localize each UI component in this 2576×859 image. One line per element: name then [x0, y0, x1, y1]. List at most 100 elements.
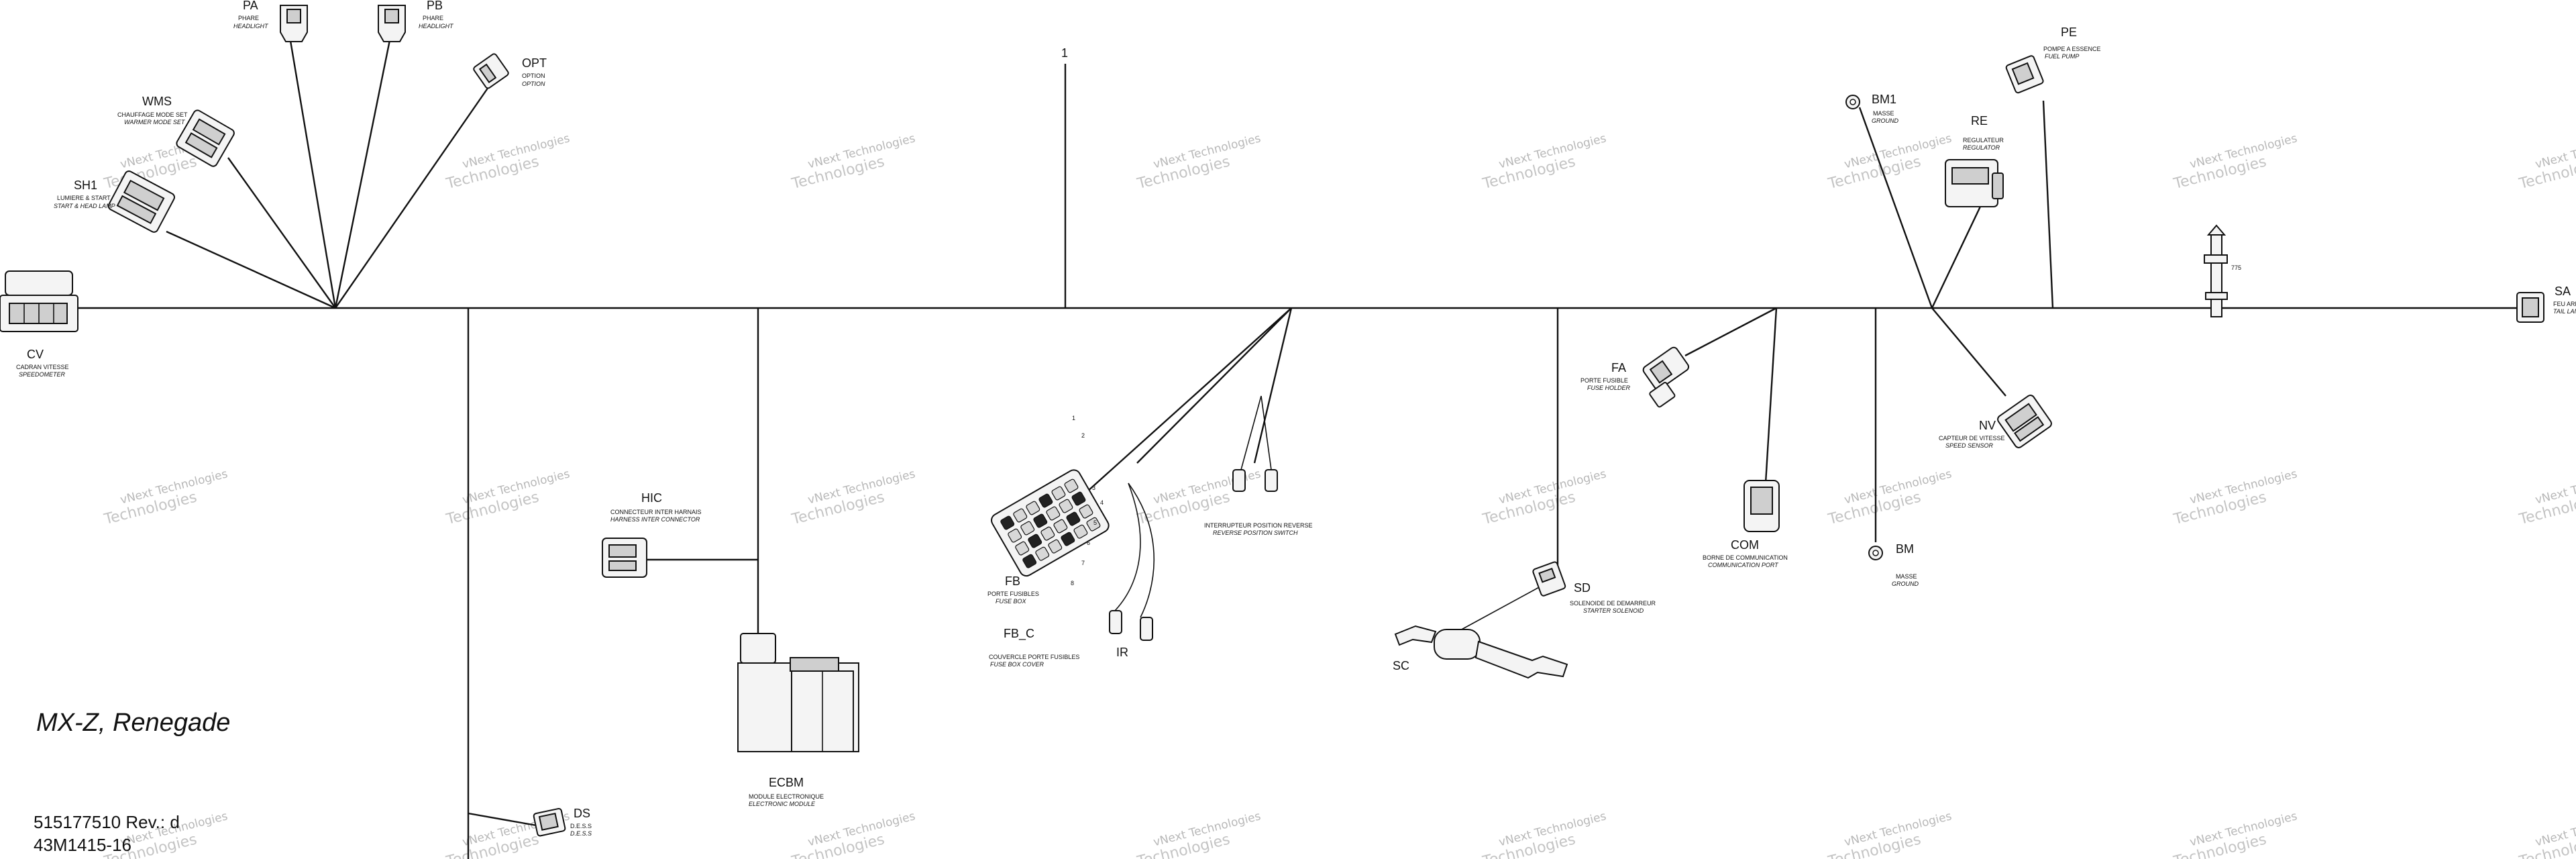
ir-terminals-top[interactable]: [1232, 469, 1278, 492]
cv-en: SPEEDOMETER: [19, 371, 66, 378]
com-code: COM: [1731, 538, 1759, 552]
sc-code: SC: [1393, 659, 1409, 672]
connector-cv[interactable]: [0, 270, 78, 332]
nv-fr: CAPTEUR DE VITESSE: [1939, 435, 2005, 442]
wms-code: WMS: [142, 95, 172, 108]
connector-pb[interactable]: [378, 5, 406, 42]
branch-bm1: [1858, 107, 1933, 309]
fuse-cavity: [1035, 546, 1050, 561]
connector-sh1[interactable]: [107, 170, 176, 234]
connector-pe[interactable]: [2005, 55, 2044, 94]
nv-code: NV: [1979, 419, 1996, 432]
branch-fb: [1066, 307, 1292, 511]
ecbm-code: ECBM: [769, 776, 804, 789]
connector-ds[interactable]: [533, 807, 566, 837]
wire-number: 775: [2231, 264, 2241, 271]
bm-en: GROUND: [1892, 580, 1919, 587]
fuse-cavity: [1053, 519, 1068, 534]
ground-bm[interactable]: [1868, 546, 1883, 560]
fuse-cavity: [1061, 532, 1075, 546]
fuse-grid: [1000, 478, 1101, 568]
sd-en: STARTER SOLENOID: [1583, 607, 1644, 614]
branch-pe: [2042, 100, 2054, 309]
connector-nv[interactable]: [1996, 394, 2053, 450]
fuse-cavity: [1066, 511, 1081, 526]
sd-code: SD: [1574, 581, 1591, 595]
harness-ref-label: 1: [1061, 46, 1068, 60]
hic-en: HARNESS INTER CONNECTOR: [610, 516, 700, 523]
branch-ir-top-a: [1240, 395, 1262, 470]
fuse-cavity: [1038, 493, 1053, 508]
opt-en: OPTION: [522, 81, 545, 87]
connector-wms[interactable]: [175, 109, 235, 168]
fuse-cavity: [1071, 491, 1086, 506]
connector-pa[interactable]: [280, 5, 308, 42]
fuse-cavity: [1026, 501, 1040, 515]
pa-fr: PHARE: [238, 15, 259, 21]
ds-en: D.E.S.S: [570, 830, 592, 837]
fbc-fr: COUVERCLE PORTE FUSIBLES: [989, 654, 1079, 660]
branch-ir-top-b: [1260, 395, 1272, 470]
fuse-cavity: [1040, 526, 1055, 541]
junction-775[interactable]: [2204, 224, 2228, 317]
connector-com[interactable]: [1743, 480, 1780, 532]
ds-code: DS: [574, 807, 590, 820]
cv-fr: CADRAN VITESSE: [16, 364, 69, 370]
connector-opt[interactable]: [473, 53, 510, 89]
fuse-cavity: [1022, 554, 1037, 568]
starter-cable[interactable]: [1394, 625, 1568, 679]
sa-code: SA: [2555, 285, 2571, 298]
pe-code: PE: [2061, 26, 2077, 39]
svg-text:8: 8: [1071, 580, 1074, 587]
pa-en: HEADLIGHT: [233, 23, 269, 30]
hic-fr: CONNECTEUR INTER HARNAIS: [610, 509, 702, 515]
svg-text:7: 7: [1081, 560, 1085, 566]
fuse-cavity: [1064, 478, 1079, 493]
regulator-re[interactable]: [1945, 159, 2004, 207]
connector-fa[interactable]: [1635, 346, 1699, 408]
fuse-cavity: [1033, 513, 1048, 528]
branch-ir-bottom-b: [1114, 483, 1141, 611]
fbc-code: FB_C: [1004, 627, 1034, 641]
connector-sd[interactable]: [1532, 561, 1566, 597]
connector-hic[interactable]: [602, 538, 647, 578]
fuse-cavity: [1028, 534, 1042, 548]
pb-code: PB: [427, 0, 443, 12]
fuse-cavity: [1000, 515, 1015, 530]
svg-text:6: 6: [1087, 540, 1090, 546]
ir-en: REVERSE POSITION SWITCH: [1213, 529, 1298, 536]
bm1-code: BM1: [1872, 93, 1896, 106]
bm-code: BM: [1896, 542, 1914, 556]
bm1-en: GROUND: [1872, 117, 1898, 124]
fuse-box[interactable]: [989, 468, 1111, 578]
ground-bm1[interactable]: [1845, 95, 1860, 109]
re-code: RE: [1971, 114, 1988, 128]
fa-code: FA: [1611, 361, 1626, 374]
ecbm-module[interactable]: [737, 633, 859, 752]
pb-fr: PHARE: [423, 15, 443, 21]
branch-fa: [1684, 307, 1777, 357]
svg-text:2: 2: [1081, 432, 1085, 439]
fbc-en: FUSE BOX COVER: [990, 661, 1044, 668]
svg-text:1: 1: [1072, 415, 1075, 421]
ds-fr: D.E.S.S: [570, 823, 592, 829]
connector-sa[interactable]: [2516, 292, 2544, 323]
fa-fr: PORTE FUSIBLE: [1580, 377, 1628, 384]
svg-text:4: 4: [1100, 499, 1104, 506]
fuse-cavity: [1048, 539, 1063, 554]
sh1-fr: LUMIERE & START: [57, 195, 111, 201]
pe-fr: POMPE A ESSENCE: [2043, 46, 2101, 52]
fuse-cavity: [1051, 486, 1066, 501]
ir-terminals-bottom[interactable]: [1109, 610, 1153, 641]
fuse-cavity: [1020, 521, 1035, 536]
